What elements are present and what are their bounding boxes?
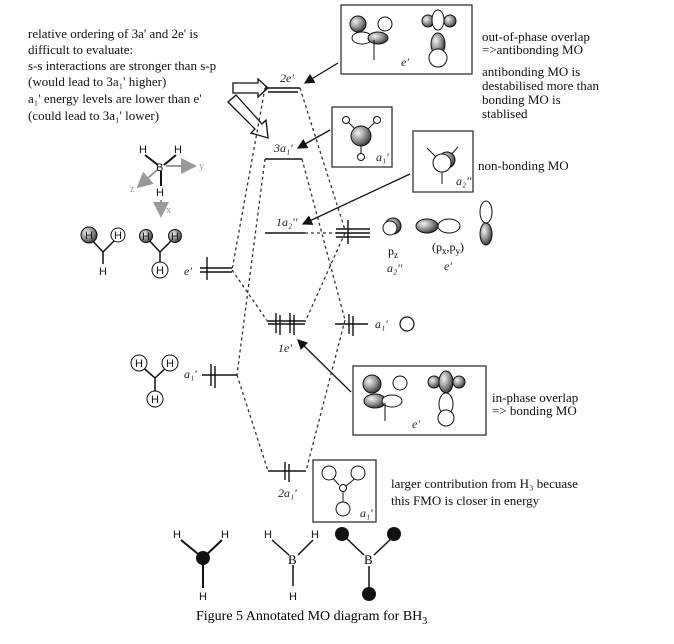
h3-a1-level: a₁' <box>184 364 237 388</box>
antibonding-note-line: out-of-phase overlap <box>482 29 590 44</box>
figure-caption: Figure 5 Annotated MO diagram for BH3 <box>196 609 427 627</box>
x-axis-label: x <box>166 205 171 216</box>
atom-b: B <box>288 552 297 567</box>
bonding-note-line: in-phase overlap <box>492 390 578 405</box>
larger-contribution-note: larger contribution from H₃ becuase this… <box>391 476 578 508</box>
destabilised-note-line: bonding MO is <box>482 92 561 107</box>
atom-h: H <box>174 144 182 156</box>
atom-h: H <box>166 358 174 370</box>
arrow-to-2e <box>303 62 339 84</box>
mo-label-2e: 2e' <box>280 71 294 85</box>
h3-e-orbital-2: H H H <box>139 229 182 279</box>
bonding-note-line: => bonding MO <box>492 403 577 418</box>
h3-e-level: e' <box>184 257 232 280</box>
atom-b: B <box>364 552 373 567</box>
bonding-note: in-phase overlap => bonding MO <box>492 390 578 418</box>
ordering-note-line: (would lead to 3a₁' higher) <box>28 74 166 89</box>
box-3a1: a₁' <box>331 106 393 168</box>
box-antibonding-e: e' <box>340 4 473 75</box>
nonbonding-note: non-bonding MO <box>478 158 569 173</box>
ordering-note-line: difficult to evaluate: <box>28 42 133 57</box>
mo-label-1e: 1e' <box>278 341 292 355</box>
larger-contribution-line: larger contribution from H₃ becuase <box>391 476 578 491</box>
destabilised-note: antibonding MO is destabilised more than… <box>482 64 599 121</box>
bh3-axes-structure: H H B H y z x <box>130 144 204 218</box>
atom-h: H <box>156 265 164 277</box>
atom-h: H <box>151 394 159 406</box>
structure-b-with-dots: B <box>335 527 401 601</box>
atom-h: H <box>173 529 181 541</box>
atom-h: H <box>99 266 107 278</box>
pz-sym-label: a₂'' <box>387 261 403 275</box>
atom-h: H <box>85 230 93 242</box>
atom-h: H <box>139 144 147 156</box>
mo-level-1e: 1e' <box>268 313 305 355</box>
box-antibonding-e-label: e' <box>401 55 409 69</box>
pz-label: pz <box>388 244 398 260</box>
mo-level-1a2: 1a₂'' <box>265 215 305 234</box>
ordering-note-line: s-s interactions are stronger than s-p <box>28 58 216 73</box>
mo-level-3a1: 3a₁' <box>265 141 302 160</box>
destabilised-note-line: destabilised more than <box>482 78 599 93</box>
pxpy-sym-label: e' <box>444 259 452 273</box>
atom-h: H <box>135 358 143 370</box>
ordering-note-line: relative ordering of 3a' and 2e' is <box>28 26 198 41</box>
atom-h: H <box>221 529 229 541</box>
destabilised-note-line: antibonding MO is <box>482 64 580 79</box>
atom-h: H <box>171 231 179 243</box>
ordering-note: relative ordering of 3a' and 2e' is diff… <box>28 26 216 123</box>
arrow-to-1e <box>297 339 352 393</box>
antibonding-note-line: =>antibonding MO <box>482 42 583 57</box>
atom-h: H <box>264 529 272 541</box>
larger-contribution-line: this FMO is closer in energy <box>391 493 540 508</box>
mo-label-2a1: 2a₁' <box>278 486 297 500</box>
px-orbital-icon <box>415 218 461 234</box>
h3-a1-label: a₁' <box>184 367 197 381</box>
block-arrow-to-2e <box>232 77 269 99</box>
structure-h3-with-center: H H H <box>173 529 229 603</box>
pxpy-label: (px,py) <box>432 240 464 256</box>
b-a1-label: a₁' <box>375 317 388 331</box>
s-orbital-icon <box>399 316 415 332</box>
block-arrow-to-3a1 <box>227 94 269 139</box>
y-axis-label: y <box>199 161 204 172</box>
destabilised-note-line: stablised <box>482 106 528 121</box>
atom-h: H <box>114 230 122 242</box>
atom-h: H <box>142 231 150 243</box>
atom-h: H <box>199 591 207 603</box>
mo-label-3a1: 3a₁' <box>273 141 293 155</box>
box-2a1: a₁' <box>312 459 377 523</box>
atom-h: H <box>311 529 319 541</box>
b-s-level: a₁' <box>335 314 415 336</box>
antibonding-note: out-of-phase overlap =>antibonding MO <box>482 29 590 57</box>
mo-label-1a2: 1a₂'' <box>276 215 298 229</box>
box-3a1-label: a₁' <box>376 150 389 164</box>
ordering-note-line: (could lead to 3a₁' lower) <box>28 108 159 123</box>
arrow-to-3a1 <box>296 129 331 149</box>
atom-h: H <box>156 187 164 199</box>
correlation-lines <box>231 87 346 472</box>
box-a2-label: a₂'' <box>456 174 472 188</box>
atom-b: B <box>156 162 163 174</box>
structure-bh3: H H B H <box>264 529 319 603</box>
h3-a1-orbital: H H H <box>130 354 179 408</box>
box-bonding-e-label: e' <box>412 417 420 431</box>
box-bonding-e: e' <box>352 365 487 436</box>
box-2a1-label: a₁' <box>360 506 373 520</box>
h3-e-label: e' <box>184 264 192 278</box>
mo-level-2a1: 2a₁' <box>268 462 306 500</box>
z-axis-label: z <box>130 184 135 195</box>
arrow-to-1a2 <box>301 173 411 225</box>
z-axis-arrow <box>136 169 158 189</box>
b-p-levels <box>336 220 370 244</box>
atom-h: H <box>289 591 297 603</box>
pz-orbital-icon <box>382 217 402 236</box>
h3-e-orbital-1: H H H <box>80 226 126 278</box>
ordering-note-line: a₁' energy levels are lower than e' <box>28 91 202 106</box>
box-a2: a₂'' <box>412 130 474 193</box>
py-orbital-icon <box>479 200 493 246</box>
mo-level-2e: 2e' <box>265 71 300 93</box>
